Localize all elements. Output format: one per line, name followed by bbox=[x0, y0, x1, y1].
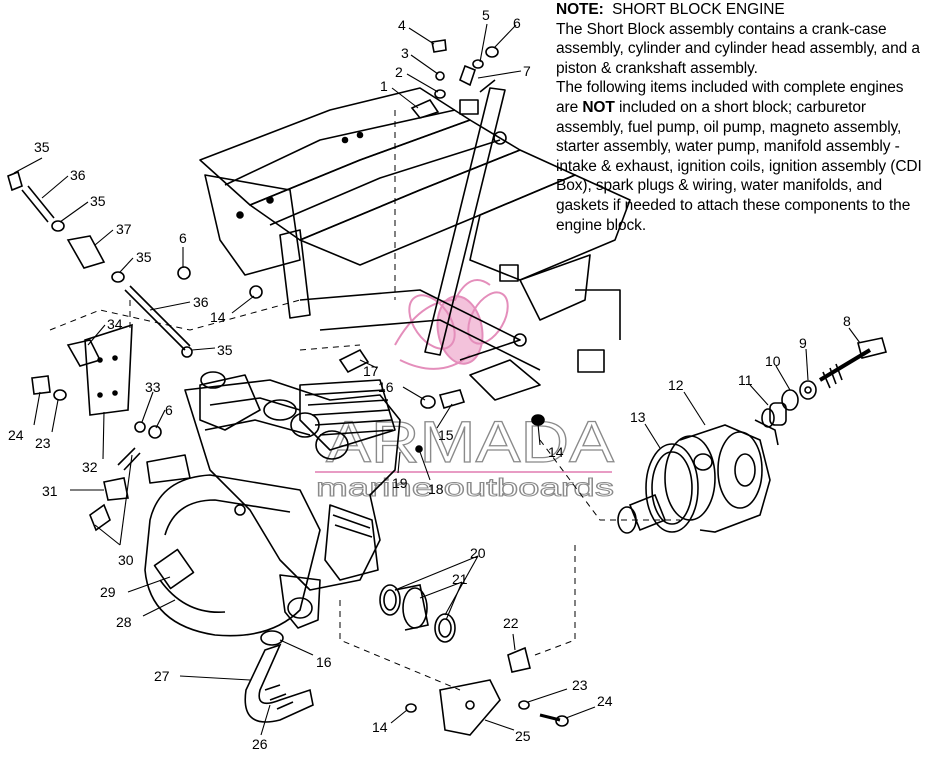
callout-17: 17 bbox=[363, 363, 379, 379]
watermark: ARMADA marine outboards bbox=[315, 279, 615, 503]
callout-16: 16 bbox=[378, 379, 394, 395]
callout-22: 22 bbox=[503, 615, 519, 631]
callout-23: 23 bbox=[35, 435, 51, 451]
callout-24: 24 bbox=[597, 693, 613, 709]
callout-6: 6 bbox=[513, 15, 521, 31]
callout-4: 4 bbox=[398, 17, 406, 33]
assembly-guide-lines bbox=[49, 110, 680, 691]
watermark-tagline: marine outboards bbox=[316, 474, 614, 502]
fuel-line-parts-drawing bbox=[7, 39, 545, 532]
note-paragraph-1: The Short Block assembly contains a cran… bbox=[556, 20, 920, 77]
callout-5: 5 bbox=[482, 7, 490, 23]
engine-assembly-drawing bbox=[144, 371, 401, 637]
callout-21: 21 bbox=[452, 571, 468, 587]
callout-14: 14 bbox=[372, 719, 388, 735]
note-paragraph-2: The following items included with comple… bbox=[556, 78, 926, 235]
watermark-brand: ARMADA bbox=[326, 410, 614, 475]
callout-27: 27 bbox=[154, 668, 170, 684]
callout-19: 19 bbox=[392, 475, 408, 491]
pulley-assembly-drawing bbox=[617, 337, 887, 534]
callout-2: 2 bbox=[395, 64, 403, 80]
callout-26: 26 bbox=[252, 736, 268, 752]
lower-hose-parts-drawing bbox=[244, 584, 569, 736]
callout-labels: 1 2 3 4 5 6 7 35 36 35 37 35 6 36 14 35 … bbox=[8, 7, 851, 752]
callout-23: 23 bbox=[572, 677, 588, 693]
callout-8: 8 bbox=[843, 313, 851, 329]
callout-11: 11 bbox=[738, 372, 753, 388]
callout-24: 24 bbox=[8, 427, 24, 443]
callout-33: 33 bbox=[145, 379, 161, 395]
callout-25: 25 bbox=[515, 728, 531, 744]
callout-9: 9 bbox=[799, 335, 807, 351]
callout-28: 28 bbox=[116, 614, 132, 630]
callout-35: 35 bbox=[90, 193, 106, 209]
callout-12: 12 bbox=[668, 377, 684, 393]
callout-13: 13 bbox=[630, 409, 646, 425]
callout-32: 32 bbox=[82, 459, 98, 475]
note-paragraph-2-lead: The following items included with comple… bbox=[556, 79, 904, 116]
callout-1: 1 bbox=[380, 78, 388, 94]
callout-34: 34 bbox=[107, 316, 123, 332]
callout-35: 35 bbox=[217, 342, 233, 358]
callout-36: 36 bbox=[70, 167, 86, 183]
note-label: NOTE: bbox=[556, 1, 604, 18]
callout-37: 37 bbox=[116, 221, 132, 237]
callout-36: 36 bbox=[193, 294, 209, 310]
note-heading: SHORT BLOCK ENGINE bbox=[612, 1, 785, 18]
callout-10: 10 bbox=[765, 353, 781, 369]
callout-31: 31 bbox=[42, 483, 58, 499]
short-block-note: NOTE: SHORT BLOCK ENGINE The Short Block… bbox=[556, 0, 926, 235]
callout-18: 18 bbox=[428, 481, 444, 497]
note-heading-line: NOTE: SHORT BLOCK ENGINE bbox=[556, 0, 926, 20]
callout-14: 14 bbox=[548, 444, 564, 460]
callout-3: 3 bbox=[401, 45, 409, 61]
callout-29: 29 bbox=[100, 584, 116, 600]
chassis-frame-drawing bbox=[199, 79, 631, 401]
callout-16: 16 bbox=[316, 654, 332, 670]
callout-7: 7 bbox=[523, 63, 531, 79]
callout-30: 30 bbox=[118, 552, 134, 568]
leader-lines bbox=[13, 23, 861, 736]
callout-35: 35 bbox=[136, 249, 152, 265]
note-not-emphasis: NOT bbox=[582, 98, 615, 116]
callout-6: 6 bbox=[165, 402, 173, 418]
callout-6: 6 bbox=[179, 230, 187, 246]
note-paragraph-2-list: included on a short block; carburetor as… bbox=[556, 98, 922, 234]
callout-15: 15 bbox=[438, 427, 454, 443]
callout-20: 20 bbox=[470, 545, 486, 561]
callout-14: 14 bbox=[210, 309, 226, 325]
callout-35: 35 bbox=[34, 139, 50, 155]
